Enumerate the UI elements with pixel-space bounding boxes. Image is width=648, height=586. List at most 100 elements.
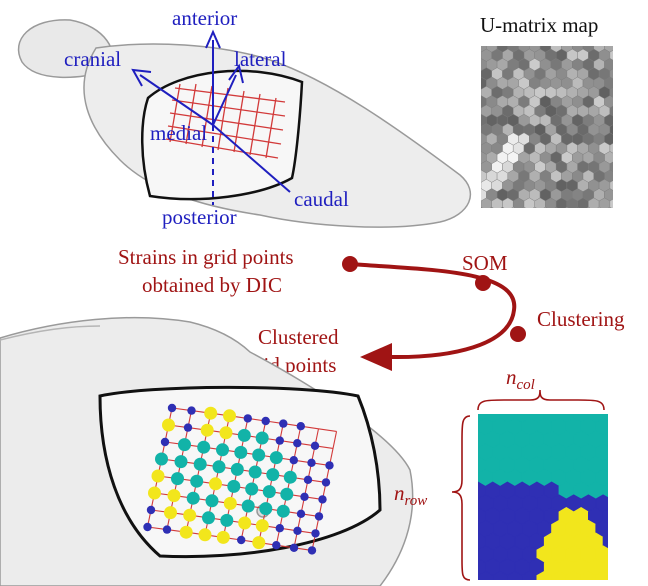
cluster-hex-cell	[611, 546, 626, 563]
umatrix-hex-cell	[609, 124, 613, 135]
grid-point	[307, 546, 317, 555]
umatrix-hex-cell	[511, 206, 515, 208]
cluster-hex-grid	[478, 414, 626, 580]
grid-point	[186, 491, 200, 505]
grid-point	[164, 506, 177, 520]
grid-point	[310, 441, 320, 450]
umatrix-hex-cell	[481, 46, 487, 53]
grid-point	[183, 508, 197, 522]
umatrix-hex-cell	[522, 206, 526, 208]
grid-point	[237, 535, 246, 545]
caudal-axis	[212, 124, 291, 193]
umatrix-hex-cell	[609, 198, 613, 208]
bottom-clustered-grid	[143, 403, 338, 555]
grid-point	[219, 426, 233, 440]
grid-point	[183, 423, 193, 432]
grid-point	[311, 529, 320, 538]
grid-point	[193, 457, 207, 471]
umatrix-hex-cell	[532, 206, 537, 208]
grid-point	[223, 496, 237, 510]
grid-point	[162, 525, 172, 534]
grid-point	[275, 524, 284, 533]
umatrix-hex-cell	[615, 96, 626, 108]
umatrix-hex-cell	[621, 124, 632, 136]
grid-point	[220, 513, 234, 527]
umatrix-hex-cell	[615, 58, 626, 70]
workflow-step2: SOM	[462, 251, 508, 275]
grid-point	[227, 479, 241, 493]
grid-point	[190, 474, 204, 488]
grid-point	[261, 416, 270, 426]
grid-point	[269, 451, 283, 465]
grid-point	[178, 438, 191, 452]
grid-point	[198, 528, 212, 542]
workflow-step3: Clustering	[537, 307, 625, 331]
grid-point	[237, 428, 251, 442]
grid-point	[279, 419, 288, 428]
grid-point	[143, 522, 152, 532]
umatrix-hex-cell	[621, 86, 632, 98]
lateral-axis	[212, 74, 237, 126]
workflow-arc	[349, 262, 517, 360]
grid-point	[296, 509, 306, 518]
cluster-hex-cell	[602, 482, 608, 499]
grid-point	[174, 455, 188, 469]
cluster-hex-cell	[611, 444, 626, 461]
grid-point	[325, 461, 334, 470]
n-col-brace	[477, 389, 605, 411]
workflow: Strains in grid points obtained by DIC S…	[118, 245, 625, 377]
grid-point	[148, 486, 161, 500]
grid-point	[262, 485, 276, 499]
grid-point	[321, 478, 331, 487]
umatrix-hex-cell	[609, 50, 613, 61]
grid-point	[318, 495, 327, 504]
grid-point	[200, 423, 214, 437]
cluster-map-panel: ncol nrow	[394, 365, 626, 581]
top-mouse-illustration: anterior cranial lateral medial posterio…	[17, 6, 471, 229]
grid-point	[241, 499, 255, 513]
umatrix-hex-cell	[615, 77, 626, 89]
grid-point	[230, 462, 244, 476]
cluster-hex-cell	[595, 570, 608, 580]
cluster-hex-cell	[611, 418, 626, 435]
grid-point	[197, 440, 211, 454]
grid-point	[179, 525, 193, 539]
cluster-hex-cell	[611, 495, 626, 512]
grid-point	[255, 431, 269, 445]
umatrix-hex-cell	[621, 161, 632, 173]
grid-point	[252, 448, 266, 462]
umatrix-hex-cell	[609, 68, 613, 80]
grid-point	[275, 436, 284, 445]
cluster-hex-cell	[602, 559, 608, 575]
umatrix-title: U-matrix map	[480, 13, 598, 37]
cluster-hex-cell	[602, 414, 608, 422]
label-caudal: caudal	[294, 187, 349, 211]
umatrix-hex-cell	[554, 206, 558, 208]
grid-point	[283, 470, 297, 484]
grid-point	[167, 489, 181, 503]
umatrix-hex-cell	[597, 206, 601, 208]
grid-point	[187, 406, 196, 415]
label-lateral: lateral	[234, 47, 287, 71]
grid-point	[212, 460, 226, 474]
grid-point	[202, 511, 215, 525]
grid-point	[162, 418, 175, 432]
workflow-step1-line1: Strains in grid points	[118, 245, 294, 269]
umatrix-panel: U-matrix map	[480, 13, 632, 219]
grid-point	[296, 422, 305, 431]
cluster-hex-cell	[602, 533, 608, 550]
workflow-step1-line2: obtained by DIC	[142, 273, 282, 297]
umatrix-hex-cell	[615, 207, 626, 219]
grid-point	[205, 494, 219, 508]
grid-point	[252, 536, 266, 550]
umatrix-hex-cell	[615, 189, 626, 201]
grid-point	[314, 512, 324, 521]
grid-point	[167, 403, 177, 413]
cluster-hex-cell	[611, 469, 626, 486]
umatrix-hex-cell	[609, 180, 613, 191]
umatrix-hex-grid	[481, 46, 632, 219]
workflow-arrowhead	[360, 343, 392, 371]
cluster-hex-cell	[602, 508, 608, 524]
label-cranial: cranial	[64, 47, 121, 71]
grid-point	[209, 477, 222, 491]
